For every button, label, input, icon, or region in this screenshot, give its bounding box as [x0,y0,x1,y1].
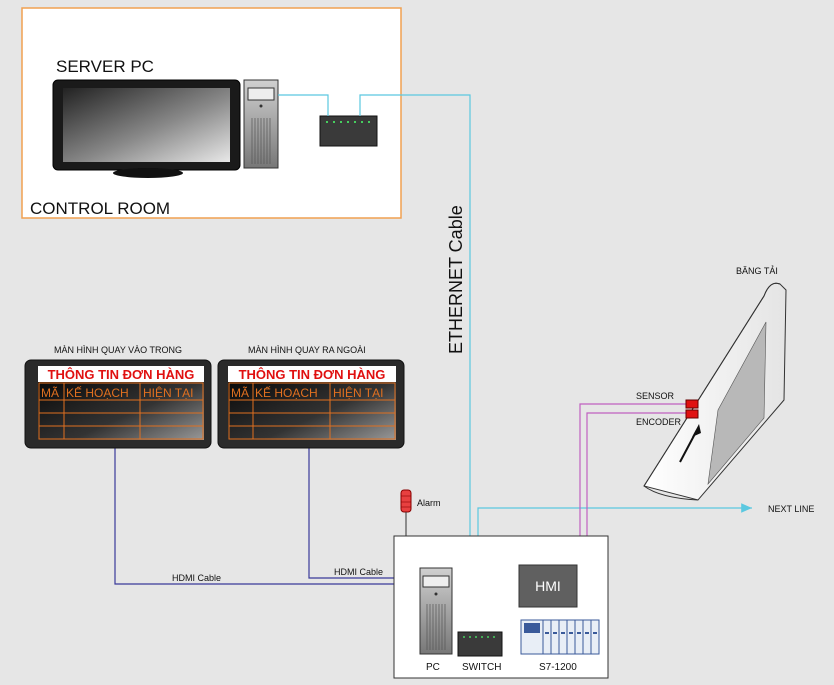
display-board-outer: MÀN HÌNH QUAY RA NGOÀI THÔNG TIN ĐƠN HÀN… [217,345,405,449]
cabinet-pc-icon [419,567,453,655]
control-room: CONTROL ROOM SERVER PC [21,7,402,219]
display-header: THÔNG TIN ĐƠN HÀNG [239,367,386,382]
hmi-panel [518,564,578,608]
conveyor: BĂNG TẢI SENSOR ENCODER [636,265,787,501]
ethernet-cable-label: ETHERNET Cable [446,205,466,354]
next-line-label: NEXT LINE [768,504,814,514]
display-col-plan: KẾ HOẠCH [255,385,318,400]
alarm-label: Alarm [417,498,441,508]
switch-label: SWITCH [462,662,501,673]
server-tower-icon [243,79,279,169]
hdmi-cable-label-2: HDMI Cable [334,567,383,577]
display-col-plan: KẾ HOẠCH [66,385,129,400]
display-col-code: MÃ [231,386,249,400]
display-board-inner: MÀN HÌNH QUAY VÀO TRONG THÔNG TIN ĐƠN HÀ… [24,345,212,449]
display-col-code: MÃ [41,386,59,400]
conveyor-direction-arrow-icon [692,424,701,437]
control-cabinet: Alarm PC SWITCH HMI [393,489,609,679]
encoder-label: ENCODER [636,417,682,427]
display-col-current: HIỆN TẠI [143,385,193,400]
display-caption: MÀN HÌNH QUAY VÀO TRONG [54,345,182,355]
sensor-icon [685,399,699,409]
display-col-current: HIỆN TẠI [333,385,383,400]
server-pc-label: SERVER PC [56,57,154,76]
cabinet-switch-icon [457,631,503,657]
hdmi-cables [114,448,420,585]
plc-label: S7-1200 [539,662,577,673]
hdmi-cable-label-1: HDMI Cable [172,573,221,583]
sensor-label: SENSOR [636,391,675,401]
plc-icon [520,619,600,655]
display-header: THÔNG TIN ĐƠN HÀNG [48,367,195,382]
encoder-icon [685,409,699,419]
hmi-label: HMI [535,578,561,594]
server-monitor-icon [52,79,241,178]
control-room-switch-icon [319,115,378,147]
display-caption: MÀN HÌNH QUAY RA NGOÀI [248,345,366,355]
control-room-label: CONTROL ROOM [30,199,170,218]
alarm-light-icon [400,489,412,536]
conveyor-label: BĂNG TẢI [736,265,778,276]
pc-label: PC [426,662,440,673]
